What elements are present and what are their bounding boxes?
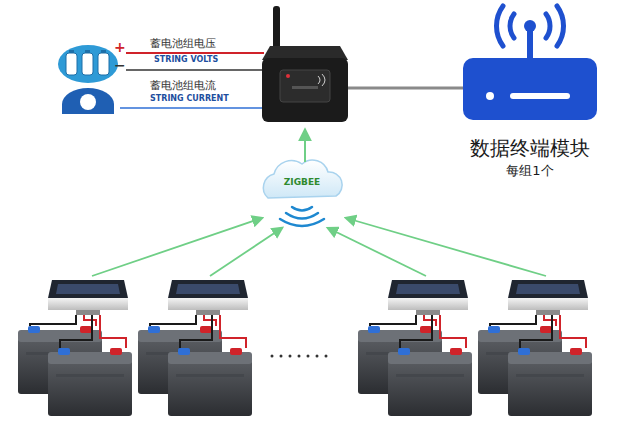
module-note: 每组1个 [506,162,553,180]
zigbee-cloud: ZIGBEE [266,168,338,196]
wire-label: 蓄电池组电压 [150,38,216,50]
wire-label-en: STRING VOLTS [154,56,218,65]
wire-label: 蓄电池组电流 [150,80,216,92]
minus-sign: − [114,58,126,73]
plus-sign: + [114,40,126,55]
module-heading: 数据终端模块 [470,134,590,162]
cloud-label: ZIGBEE [284,176,320,189]
wire-label-en: STRING CURRENT [150,95,229,104]
terminal-module: 数据终端模块每组1个 [440,126,620,188]
